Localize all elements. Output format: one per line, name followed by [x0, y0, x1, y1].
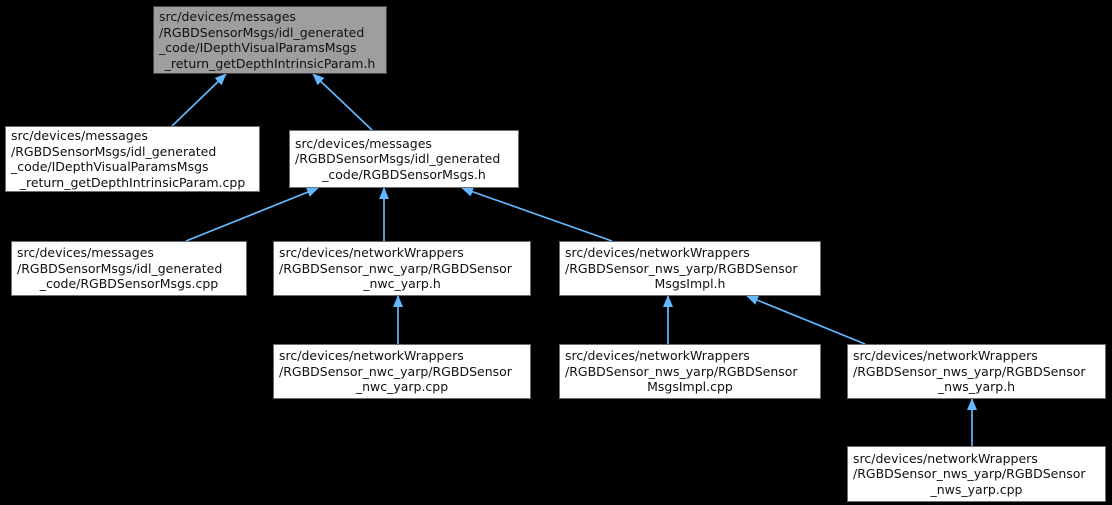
node-rgbdsensor-nwc-yarp-h[interactable]: src/devices/networkWrappers /RGBDSensor_…: [273, 241, 531, 296]
node-rgbdsensor-nws-yarp-cpp[interactable]: src/devices/networkWrappers /RGBDSensor_…: [847, 446, 1106, 502]
node-label-line: MsgsImpl.h: [654, 276, 726, 292]
node-label-line: /RGBDSensor_nwc_yarp/RGBDSensor: [279, 363, 512, 379]
node-label-line: /RGBDSensor_nws_yarp/RGBDSensor: [853, 363, 1086, 379]
node-label-line: src/devices/networkWrappers: [853, 450, 1038, 466]
node-rgbdsensor-nws-yarp-h[interactable]: src/devices/networkWrappers /RGBDSensor_…: [847, 344, 1106, 399]
node-label-line: _code/RGBDSensorMsgs.cpp: [39, 276, 219, 292]
include-edge-rgbdsensormsgsimpl-h-to-rgbdsensormsgs-h: [461, 186, 613, 242]
node-label-line: src/devices/networkWrappers: [279, 348, 464, 364]
node-idepthvisualparams-return-cpp[interactable]: src/devices/messages /RGBDSensorMsgs/idl…: [5, 126, 260, 192]
node-rgbdsensormsgsimpl-cpp[interactable]: src/devices/networkWrappers /RGBDSensor_…: [559, 344, 821, 399]
node-rgbdsensormsgsimpl-h[interactable]: src/devices/networkWrappers /RGBDSensor_…: [559, 241, 821, 296]
node-label-line: /RGBDSensorMsgs/idl_generated: [17, 260, 223, 276]
node-label-line: src/devices/messages: [11, 128, 148, 143]
include-edge-rgbdsensor-nws-yarp-h-to-rgbdsensormsgsimpl-h: [746, 295, 866, 345]
node-label-line: src/devices/networkWrappers: [565, 348, 750, 364]
node-label-line: /RGBDSensorMsgs/idl_generated: [11, 143, 217, 159]
node-label-line: MsgsImpl.cpp: [647, 379, 733, 395]
node-rgbdsensor-nwc-yarp-cpp[interactable]: src/devices/networkWrappers /RGBDSensor_…: [273, 344, 531, 399]
node-label-line: _nwc_yarp.cpp: [355, 379, 449, 395]
include-edge-rgbdsensormsgs-cpp-to-rgbdsensormsgs-h: [185, 187, 319, 242]
node-label-line: /RGBDSensor_nws_yarp/RGBDSensor: [565, 363, 798, 379]
node-label-line: _code/IDepthVisualParamsMsgs: [159, 40, 357, 55]
node-label-line: src/devices/messages: [17, 245, 154, 261]
include-edges: [171, 73, 977, 446]
node-rgbdsensormsgs-h[interactable]: src/devices/messages /RGBDSensorMsgs/idl…: [289, 130, 519, 188]
node-label-line: _nws_yarp.cpp: [930, 481, 1023, 497]
node-label-line: _nwc_yarp.h: [363, 276, 441, 292]
node-label-line: /RGBDSensor_nws_yarp/RGBDSensor: [853, 466, 1086, 482]
node-label-line: /RGBDSensor_nwc_yarp/RGBDSensor: [279, 260, 512, 276]
node-label-line: _return_getDepthIntrinsicParam.cpp: [19, 174, 246, 190]
node-rgbdsensormsgs-cpp[interactable]: src/devices/messages /RGBDSensorMsgs/idl…: [11, 241, 247, 296]
node-label-line: src/devices/networkWrappers: [853, 348, 1038, 364]
node-label-line: _code/RGBDSensorMsgs.h: [322, 166, 486, 182]
node-idepthvisualparams-return-h: src/devices/messages /RGBDSensorMsgs/idl…: [153, 6, 387, 74]
node-label-line: src/devices/messages: [295, 135, 432, 151]
include-edge-rgbdsensormsgs-h-to-idepthvisualparams-return-h: [312, 73, 373, 131]
node-label-line: src/devices/networkWrappers: [565, 245, 750, 261]
node-label-line: _nws_yarp.h: [937, 379, 1016, 395]
node-label-line: src/devices/messages: [159, 9, 296, 24]
node-label-line: /RGBDSensorMsgs/idl_generated: [159, 24, 365, 40]
node-label-line: src/devices/networkWrappers: [279, 245, 464, 261]
node-label-line: _code/IDepthVisualParamsMsgs: [11, 159, 209, 174]
node-label-line: /RGBDSensor_nws_yarp/RGBDSensor: [565, 260, 798, 276]
node-label-line: /RGBDSensorMsgs/idl_generated: [295, 151, 501, 167]
node-label-line: _return_getDepthIntrinsicParam.h: [164, 55, 376, 71]
include-edge-idepthvisualparams-return-cpp-to-idepthvisualparams-return-h: [171, 73, 227, 127]
